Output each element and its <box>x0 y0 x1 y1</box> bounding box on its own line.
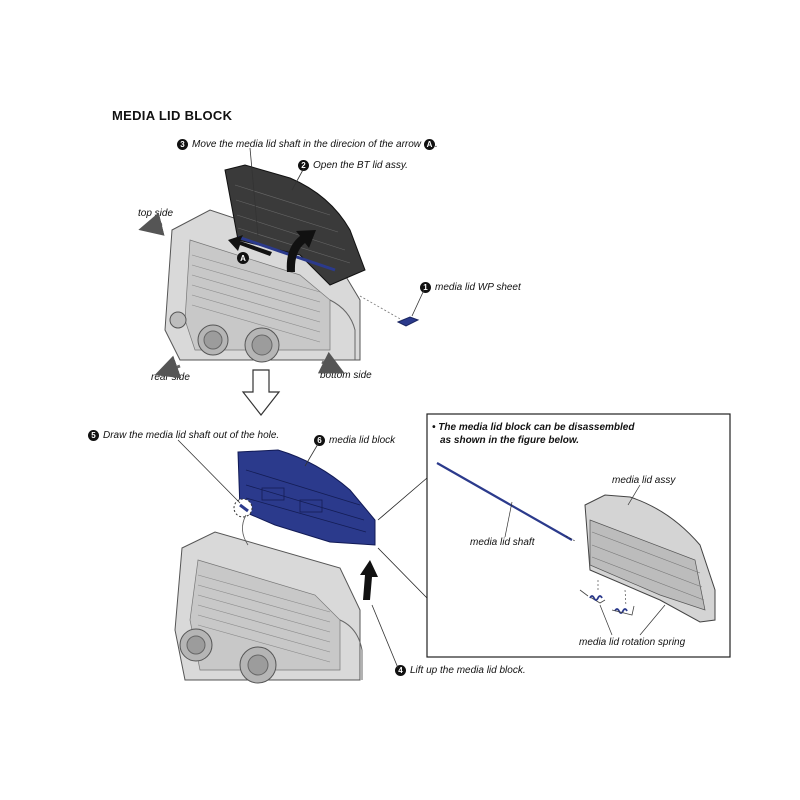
step-3-badge: 3 <box>177 139 188 150</box>
bottom-side-label: bottom side <box>320 370 372 381</box>
page-title: MEDIA LID BLOCK <box>112 108 233 123</box>
lift-arrow <box>360 560 378 600</box>
arrow-a-marker <box>237 252 249 264</box>
step-2-label: 2 Open the BT lid assy. <box>298 160 408 171</box>
step-3-label: 3 Move the media lid shaft in the direci… <box>177 139 438 150</box>
inset-note-line-2: as shown in the figure below. <box>440 435 580 446</box>
step-4-text: Lift up the media lid block. <box>410 665 526 676</box>
step-2-badge: 2 <box>298 160 309 171</box>
arrow-a-marker-text: A <box>240 254 246 263</box>
lower-device-body <box>174 531 363 684</box>
media-lid-assy-label: media lid assy <box>612 475 676 486</box>
arrow-a <box>228 235 272 256</box>
inset-media-lid-shaft <box>436 462 573 541</box>
step-5-badge: 5 <box>88 430 99 441</box>
down-arrow <box>241 369 281 416</box>
step-6-text: media lid block <box>329 435 396 446</box>
media-lid-shaft-upper <box>237 235 336 272</box>
inset-rotation-springs <box>579 589 635 616</box>
step-1-label: 1 media lid WP sheet <box>420 282 521 293</box>
arrow-a-badge: A <box>424 139 436 150</box>
inset-frame <box>426 413 731 658</box>
step-6-label: 6 media lid block <box>314 435 395 446</box>
step-6-badge: 6 <box>314 435 325 446</box>
media-lid-rotation-spring-label: media lid rotation spring <box>579 637 686 648</box>
bt-lid-assy-open <box>224 164 366 286</box>
media-lid-shaft-label: media lid shaft <box>470 537 535 548</box>
top-side-arrow <box>138 212 165 236</box>
step-1-badge: 1 <box>420 282 431 293</box>
step-4-label: 4 Lift up the media lid block. <box>395 665 526 676</box>
open-arrow <box>286 230 316 272</box>
rear-side-arrow <box>154 355 182 379</box>
bottom-side-arrow <box>317 351 345 374</box>
media-lid-shaft-lower <box>239 503 249 513</box>
inset-note-line-1: • The media lid block can be disassemble… <box>432 422 635 433</box>
inset-media-lid-assy <box>584 494 716 623</box>
step-5-label: 5 Draw the media lid shaft out of the ho… <box>88 430 279 441</box>
media-lid-block <box>237 449 376 546</box>
step-5-text: Draw the media lid shaft out of the hole… <box>103 430 280 441</box>
inset-note: • The media lid block can be disassemble… <box>432 421 634 447</box>
step-4-badge: 4 <box>395 665 406 676</box>
step-3-text: Move the media lid shaft in the direcion… <box>192 139 422 150</box>
media-lid-wp-sheet <box>396 316 420 327</box>
step-1-text: media lid WP sheet <box>435 282 521 293</box>
step-2-text: Open the BT lid assy. <box>313 160 408 171</box>
